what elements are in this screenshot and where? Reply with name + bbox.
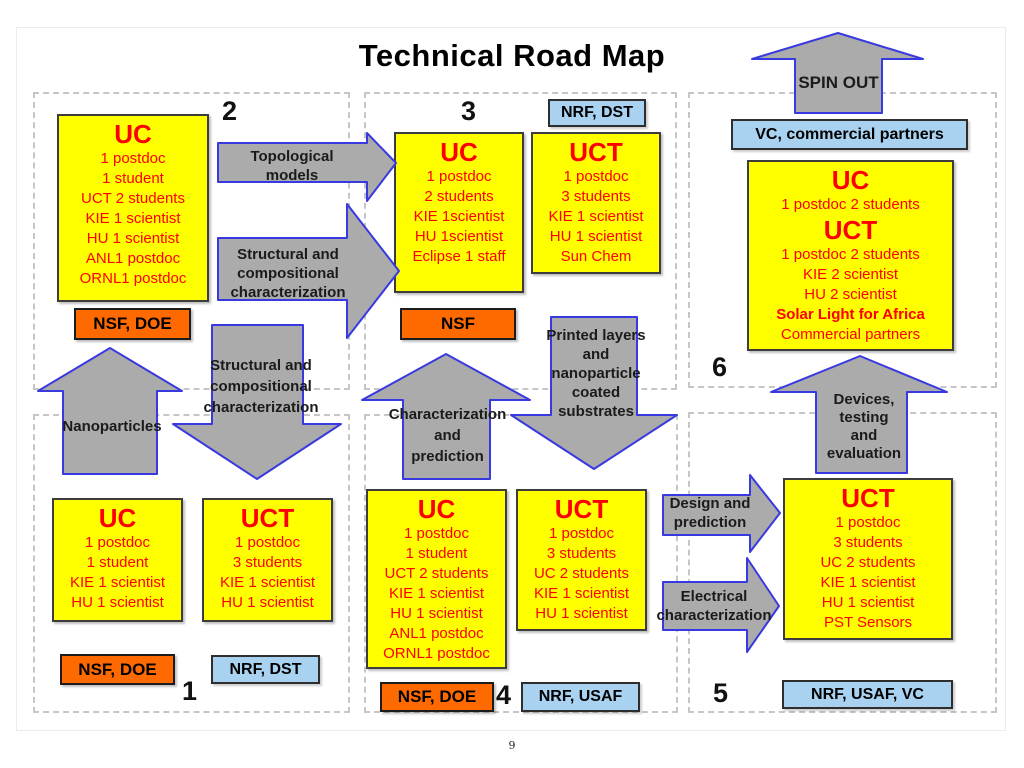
panel-3-number: 3 (461, 96, 477, 126)
institution-title: UC (440, 137, 478, 167)
panel4-funding-nsf-doe: NSF, DOE (380, 682, 494, 712)
panel2-funding-nsf-doe: NSF, DOE (74, 308, 191, 340)
panel-4-number: 4 (496, 680, 512, 710)
label-design-prediction: Design and prediction (669, 495, 751, 531)
label-spin-out: SPIN OUT (798, 73, 879, 92)
label-characterization-up: Characterization and prediction (388, 406, 507, 465)
staff-line: 1 postdoc 2 students (781, 196, 920, 213)
panel-1-number: 1 (182, 676, 198, 706)
arrow-devices-testing-up (770, 355, 948, 474)
label-electrical-characterization: Electrical characterization (656, 588, 772, 624)
arrow-electrical-characterization-right (662, 557, 780, 653)
label-structural-right: Structural and compositional characteriz… (230, 246, 346, 301)
page-number: 9 (508, 739, 516, 752)
arrow-structural-characterization-down (172, 324, 342, 480)
institution-title: UCT (841, 483, 895, 513)
arrow-nanoparticles-up (37, 347, 183, 475)
panel1-funding-nsf-doe: NSF, DOE (60, 654, 175, 685)
panel-2-number: 2 (222, 96, 238, 126)
label-nanoparticles: Nanoparticles (62, 418, 162, 435)
panel3-funding-nsf: NSF (400, 308, 516, 340)
slide-frame (16, 27, 1006, 731)
institution-title: UC (98, 503, 137, 533)
arrow-characterization-prediction-up (361, 353, 531, 480)
panel1-funding-nrf-dst: NRF, DST (211, 655, 320, 684)
panel4-funding-nrf-usaf: NRF, USAF (521, 682, 640, 712)
panel6-uc-uct-box: UC 1 postdoc 2 students UCT 1 postdoc 2 … (747, 160, 954, 351)
label-topological-models: Topological models (250, 148, 334, 184)
label-structural-down: Structural and compositional characteriz… (203, 357, 319, 416)
panel-5-number: 5 (713, 678, 729, 708)
institution-title: UCT (554, 494, 609, 524)
staff-line: Commercial partners (780, 326, 921, 343)
arrow-topological-models (217, 132, 397, 202)
arrow-printed-layers-down (510, 316, 678, 470)
panel-6-number: 6 (712, 352, 728, 382)
arrow-design-prediction-right (662, 474, 781, 553)
institution-title: UC (114, 119, 152, 149)
institution-title: UC (831, 165, 870, 195)
institution-title: UCT (823, 215, 878, 245)
institution-title: UC (417, 494, 456, 524)
panel6-funding-vc-partners: VC, commercial partners (731, 119, 968, 150)
page-title: Technical Road Map (358, 38, 666, 73)
panel3-funding-nrf-dst: NRF, DST (548, 99, 646, 127)
panel-1 (33, 414, 350, 713)
arrow-structural-characterization-right (217, 203, 400, 339)
label-devices-testing: Devices, testing and evaluation (826, 391, 902, 462)
institution-title: UCT (240, 503, 295, 533)
institution-title: UCT (569, 137, 623, 167)
highlight-line: Solar Light for Africa (776, 306, 925, 323)
label-printed-layers: Printed layers and nanoparticle coated s… (546, 327, 646, 420)
panel5-funding-nrf-usaf-vc: NRF, USAF, VC (782, 680, 953, 709)
arrow-spin-out-up (751, 32, 924, 114)
